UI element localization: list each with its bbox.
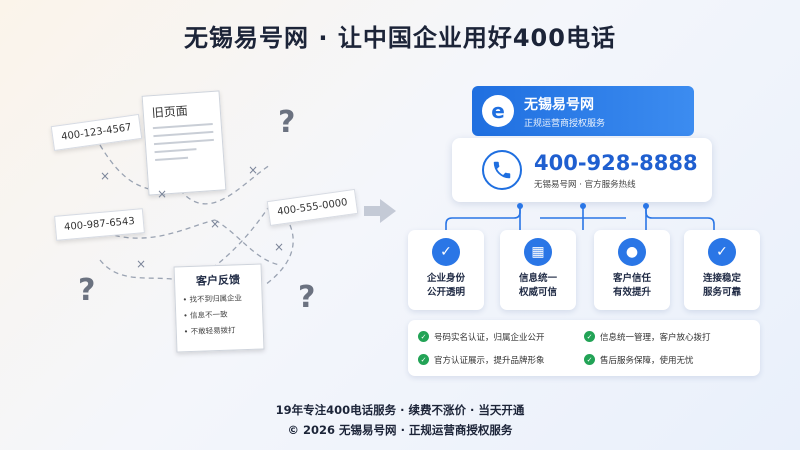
old-page-label: 旧页面	[151, 103, 189, 121]
feature-label: 信息统一	[518, 273, 557, 284]
feature-card-stable: ✓ 连接稳定 服务可靠	[684, 230, 760, 310]
feature-label: 企业身份	[426, 273, 465, 284]
connector-tree	[445, 203, 715, 230]
x-mark-icon: ×	[274, 240, 285, 254]
chaos-scene: 400-123-4567 400-987-6543 400-555-0000 旧…	[40, 85, 370, 375]
customer-feedback-note: 客户反馈 找不到归属企业 信息不一致 不敢轻易拨打	[173, 263, 265, 353]
hotline-number[interactable]: 400-928-8888	[534, 150, 698, 175]
phone-icon	[482, 150, 522, 190]
brand-subtitle: 正规运营商授权服务	[524, 118, 606, 129]
footer-copyright: © 2026 无锡易号网 · 正规运营商授权服务	[287, 423, 513, 437]
check-icon: ✓	[418, 354, 429, 365]
question-mark-icon: ?	[78, 273, 96, 308]
feature-label: 公开透明	[426, 287, 465, 298]
benefit-item: ✓ 号码实名认证，归属企业公开	[418, 328, 584, 345]
page-title: 无锡易号网 · 让中国企业用好400电话	[184, 24, 616, 52]
x-mark-icon: ×	[100, 169, 111, 183]
feedback-title: 客户反馈	[195, 273, 241, 288]
benefit-text: 官方认证展示，提升品牌形象	[434, 355, 545, 366]
feature-card-trust: ● 客户信任 有效提升	[594, 230, 670, 310]
feature-label: 客户信任	[612, 273, 651, 284]
brand-logo-icon: e	[482, 95, 514, 127]
feedback-item: 信息不一致	[183, 308, 255, 322]
brand-header: e 无锡易号网 正规运营商授权服务	[472, 86, 694, 136]
question-mark-icon: ?	[278, 105, 296, 140]
building-icon: ▦	[524, 238, 552, 266]
benefit-item: ✓ 信息统一管理，客户放心拨打	[584, 328, 750, 345]
check-icon: ✓	[584, 331, 595, 342]
benefit-text: 号码实名认证，归属企业公开	[434, 332, 545, 343]
benefits-list: ✓ 号码实名认证，归属企业公开 ✓ 信息统一管理，客户放心拨打 ✓ 官方认证展示，提升…	[408, 320, 760, 376]
feedback-item: 不敢轻易拨打	[184, 324, 256, 338]
check-icon: ✓	[418, 331, 429, 342]
feature-label: 连接稳定	[702, 273, 741, 284]
users-icon: ●	[618, 238, 646, 266]
benefit-text: 信息统一管理，客户放心拨打	[600, 332, 711, 343]
arrow-right-icon	[364, 199, 396, 223]
question-mark-icon: ?	[298, 280, 316, 315]
shield-check-icon: ✓	[432, 238, 460, 266]
x-mark-icon: ×	[210, 217, 221, 231]
feature-label: 服务可靠	[702, 287, 741, 298]
old-page-sheet: 旧页面	[141, 90, 227, 196]
benefit-text: 售后服务保障，使用无忧	[600, 355, 694, 366]
check-icon: ✓	[584, 354, 595, 365]
x-mark-icon: ×	[157, 187, 168, 201]
feature-label: 权威可信	[518, 287, 557, 298]
x-mark-icon: ×	[248, 163, 259, 177]
feature-card-identity: ✓ 企业身份 公开透明	[408, 230, 484, 310]
feature-label: 有效提升	[612, 287, 651, 298]
feature-card-info: ▦ 信息统一 权威可信	[500, 230, 576, 310]
feedback-item: 找不到归属企业	[182, 292, 254, 306]
footer-tagline: 19年专注400电话服务 · 续费不涨价 · 当天开通	[275, 403, 525, 417]
benefit-item: ✓ 售后服务保障，使用无忧	[584, 351, 750, 368]
hotline-card: 400-928-8888 无锡易号网 · 官方服务热线	[452, 138, 712, 202]
hotline-subtitle: 无锡易号网 · 官方服务热线	[534, 179, 636, 190]
brand-name: 无锡易号网	[524, 96, 594, 113]
check-circle-icon: ✓	[708, 238, 736, 266]
x-mark-icon: ×	[136, 257, 147, 271]
benefit-item: ✓ 官方认证展示，提升品牌形象	[418, 351, 584, 368]
